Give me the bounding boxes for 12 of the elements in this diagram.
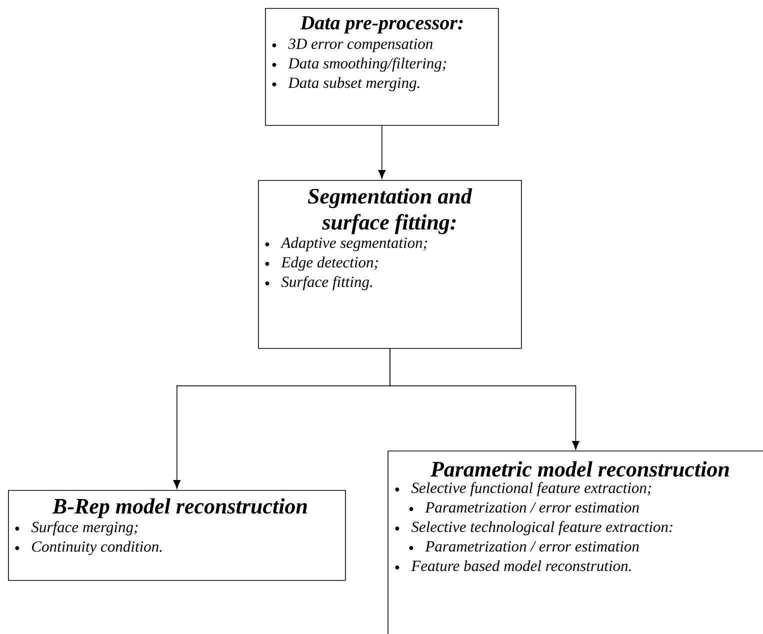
node-label: Parametrization / error estimation bbox=[425, 541, 639, 552]
node-label: Selective functional feature extraction; bbox=[411, 482, 652, 496]
arrow bbox=[390, 348, 580, 450]
node-label: Feature based model reconstrution. bbox=[411, 560, 631, 572]
process-box: Segmentation and surface fitting: Adaptive segmentation; Edge detection; Surface fitting. bbox=[258, 180, 522, 349]
process-box: Data pre-processor: 3D error compensation Data smoothing/filtering; Data subset merging. bbox=[265, 8, 499, 126]
node-label: Parametric model reconstruction bbox=[430, 461, 729, 477]
arrow bbox=[378, 125, 386, 179]
node-label: Parametrization / error estimation bbox=[425, 502, 639, 513]
process-box: Parametric model reconstruction Selective functional feature extraction; Parametrization / error estimation Selective technological feature extraction: Parametrization / error estimation Feature based model reconstrution. bbox=[388, 450, 763, 634]
node-label: Selective technological feature extraction: bbox=[411, 521, 672, 536]
process-box: B-Rep model reconstruction Surface merging; Continuity condition. bbox=[8, 490, 346, 581]
